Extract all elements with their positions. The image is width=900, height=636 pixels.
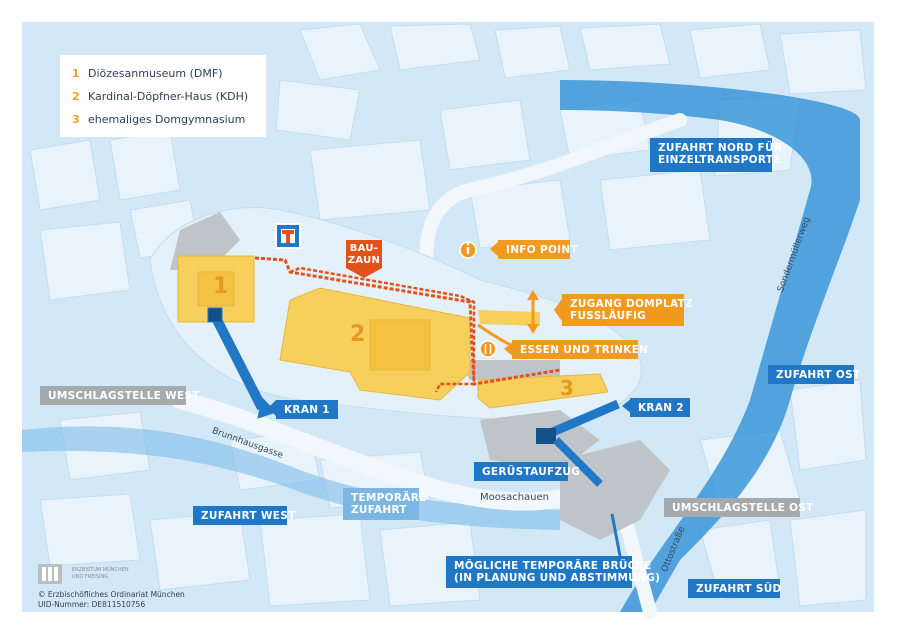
buildings	[177, 255, 609, 409]
water-channel-west	[22, 426, 560, 530]
construction-fence	[254, 256, 561, 386]
legend-item-1: 1 Diözesanmuseum (DMF)	[72, 67, 222, 80]
legend-item-3: 3 ehemaliges Domgymnasium	[72, 113, 245, 126]
label-zufahrt-sued: ZUFAHRT SÜD	[688, 579, 781, 598]
logo-text-line: UND FREISING	[72, 574, 109, 580]
label-temporaere-zufahrt: TEMPORÄRE ZUFAHRT	[343, 488, 427, 520]
street-moosachauen: Moosachauen	[480, 492, 549, 503]
double-arrow-icon	[527, 290, 539, 334]
label-line: TEMPORÄRE	[351, 492, 427, 504]
label-umschlagstelle-west: UMSCHLAGSTELLE WEST	[40, 386, 199, 405]
building-2-number: 2	[350, 322, 366, 347]
building-1-number: 1	[213, 274, 229, 299]
label-geruestaufzug: GERÜSTAUFZUG	[474, 462, 580, 481]
legend-text: Kardinal-Döpfner-Haus (KDH)	[88, 90, 249, 103]
legend-text: ehemaliges Domgymnasium	[88, 113, 246, 126]
legend-number: 3	[72, 113, 80, 126]
logo-mark-icon	[38, 564, 62, 584]
label-umschlagstelle-ost: UMSCHLAGSTELLE OST	[664, 498, 813, 517]
label-info-point: INFO POINT	[498, 240, 578, 259]
legend-item-2: 2 Kardinal-Döpfner-Haus (KDH)	[72, 90, 248, 103]
label-line: EINZELTRANSPORTE	[658, 154, 781, 166]
orange-pointers	[490, 240, 564, 357]
label-line: ZAUN	[347, 255, 381, 266]
crane-2	[536, 399, 620, 487]
label-temporaere-bruecke: MÖGLICHE TEMPORÄRE BRÜCKE (IN PLANUNG UN…	[446, 556, 661, 588]
crane-1	[207, 307, 277, 419]
building-3-number: 3	[560, 376, 574, 400]
label-essen-trinken: ESSEN UND TRINKEN	[512, 340, 648, 359]
archdiocese-logo: ERZBISTUM MÜNCHEN UND FREISING	[38, 562, 129, 590]
label-zugang-domplatz: ZUGANG DOMPLATZ FUSSLÄUFIG	[562, 294, 694, 326]
label-zufahrt-west: ZUFAHRT WEST	[193, 506, 295, 525]
label-line: ZUFAHRT NORD FÜR	[658, 142, 783, 154]
info-icon	[459, 241, 477, 259]
blue-pointers	[268, 398, 632, 416]
label-line: BAU-	[349, 243, 379, 254]
label-line: FUSSLÄUFIG	[570, 310, 647, 322]
label-kran-2: KRAN 2	[630, 398, 690, 417]
legend: 1 Diözesanmuseum (DMF) 2 Kardinal-Döpfner-…	[60, 55, 266, 137]
label-line: MÖGLICHE TEMPORÄRE BRÜCKE	[454, 560, 652, 572]
label-line: (IN PLANUNG UND ABSTIMMUNG)	[454, 572, 661, 584]
logo-text-line: ERZBISTUM MÜNCHEN	[72, 567, 129, 573]
label-zufahrt-ost: ZUFAHRT OST	[768, 365, 860, 384]
label-zufahrt-nord: ZUFAHRT NORD FÜR EINZELTRANSPORTE	[650, 138, 783, 172]
label-line: ZUFAHRT	[351, 504, 407, 516]
copyright-notice: © Erzbischöfliches Ordinariat München UI…	[38, 590, 185, 610]
temporary-bridge	[610, 513, 622, 557]
building-3	[477, 373, 609, 409]
label-kran-1: KRAN 1	[276, 400, 338, 419]
copyright-text: © Erzbischöfliches Ordinariat München	[38, 590, 185, 599]
label-bauzaun: BAU- ZAUN	[347, 241, 381, 269]
legend-text: Diözesanmuseum (DMF)	[88, 67, 223, 80]
fork-knife-icon	[479, 340, 497, 358]
legend-number: 2	[72, 90, 80, 103]
logo-text: ERZBISTUM MÜNCHEN UND FREISING	[72, 567, 129, 581]
uid-text: UID-Nummer: DE811510756	[38, 600, 146, 609]
no-through-road-icon	[275, 223, 301, 249]
label-line: ZUGANG DOMPLATZ	[570, 298, 694, 310]
legend-number: 1	[72, 67, 80, 80]
